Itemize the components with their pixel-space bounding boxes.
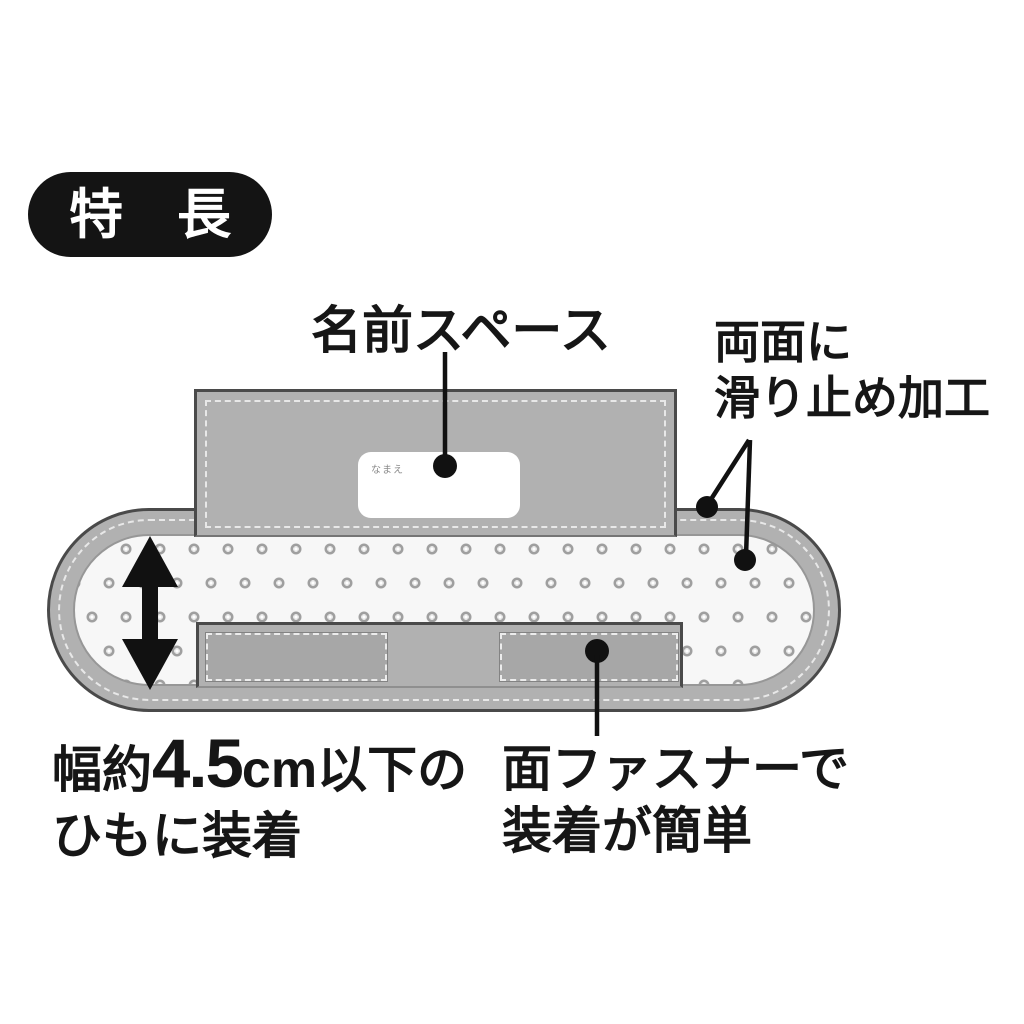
fastener-band [196, 622, 683, 688]
width-value: 4.5 [152, 725, 244, 802]
fastener-line2: 装着が簡単 [502, 803, 752, 859]
name-label: なまえ [358, 452, 520, 518]
name-flap: なまえ [194, 389, 677, 537]
strap-width-annotation: 幅約4.5cm以下の ひもに装着 [52, 729, 468, 869]
non-slip-line1: 両面に [714, 316, 852, 368]
name-label-text: なまえ [371, 465, 404, 476]
strap-width-line1: 幅約4.5cm以下の [52, 729, 468, 803]
arrow-shaft [142, 583, 158, 643]
features-badge: 特 長 [28, 172, 272, 257]
fastener-patch-left [205, 632, 388, 682]
non-slip-line2: 滑り止め加工 [714, 372, 990, 424]
arrow-head-down [122, 639, 178, 690]
flap-stitch-line [205, 400, 666, 528]
grip-leader-line-1 [706, 438, 751, 506]
arrow-head-up [122, 536, 178, 587]
fastener-line1: 面ファスナーで [502, 741, 849, 797]
non-slip-annotation: 両面に 滑り止め加工 [714, 314, 990, 426]
fastener-patch-right [499, 632, 679, 682]
width-suffix: 以下の [317, 742, 468, 798]
width-arrow-icon [122, 536, 178, 690]
fastener-annotation: 面ファスナーで 装着が簡単 [502, 738, 849, 862]
strap-width-line2: ひもに装着 [52, 808, 302, 864]
width-prefix: 幅約 [52, 742, 152, 798]
name-space-annotation: 名前スペース [311, 302, 611, 359]
width-unit: cm [241, 741, 318, 799]
